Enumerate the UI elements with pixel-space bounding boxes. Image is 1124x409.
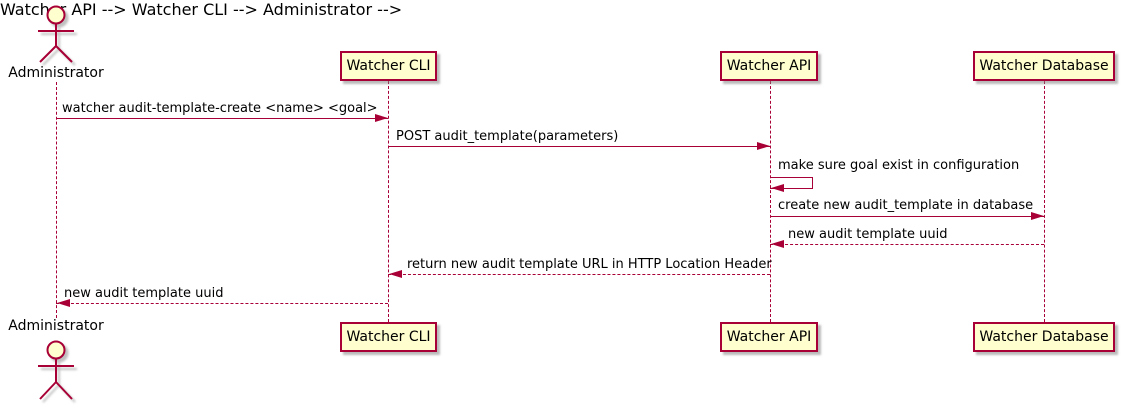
participant-box-watcher-api-top: Watcher API — [720, 51, 818, 81]
actor-icon-bottom — [38, 340, 74, 400]
arrowhead-right-4 — [1031, 212, 1044, 220]
actor-icon-top — [38, 5, 74, 63]
lifeline-watcher-api — [770, 81, 771, 322]
message-line-2 — [388, 146, 770, 147]
participant-box-watcher-database-top: Watcher Database — [973, 51, 1115, 81]
message-label-return-url: return new audit template URL in HTTP Lo… — [407, 257, 772, 272]
arrowhead-left-5 — [771, 240, 784, 248]
arrowhead-left-6 — [389, 270, 402, 278]
actor-label-administrator-top: Administrator — [8, 65, 104, 81]
message-line-6 — [388, 274, 770, 275]
arrowhead-right-2 — [757, 142, 770, 150]
message-label-create-audit-template: create new audit_template in database — [778, 198, 1034, 213]
arrowhead-left-self — [771, 184, 784, 192]
lifeline-administrator — [56, 82, 57, 318]
self-message-loop — [770, 177, 813, 189]
message-line-7 — [56, 303, 388, 304]
message-label-audit-template-create: watcher audit-template-create <name> <go… — [62, 101, 378, 116]
message-line-4 — [770, 216, 1044, 217]
participant-box-watcher-cli-top: Watcher CLI — [340, 51, 437, 81]
arrowhead-right-1 — [375, 114, 388, 122]
actor-label-administrator-bottom: Administrator — [8, 318, 104, 334]
arrowhead-left-7 — [57, 299, 70, 307]
message-label-uuid-to-admin: new audit template uuid — [64, 286, 224, 301]
message-label-check-goal: make sure goal exist in configuration — [778, 158, 1020, 173]
lifeline-watcher-cli — [388, 81, 389, 322]
message-label-post-audit-template: POST audit_template(parameters) — [396, 129, 619, 144]
message-line-1 — [56, 118, 388, 119]
message-line-5 — [770, 244, 1044, 245]
lifeline-watcher-database — [1044, 81, 1045, 322]
participant-box-watcher-cli-bottom: Watcher CLI — [340, 322, 437, 352]
participant-box-watcher-database-bottom: Watcher Database — [973, 322, 1115, 352]
participant-box-watcher-api-bottom: Watcher API — [720, 322, 818, 352]
message-label-uuid-to-api: new audit template uuid — [788, 227, 948, 242]
